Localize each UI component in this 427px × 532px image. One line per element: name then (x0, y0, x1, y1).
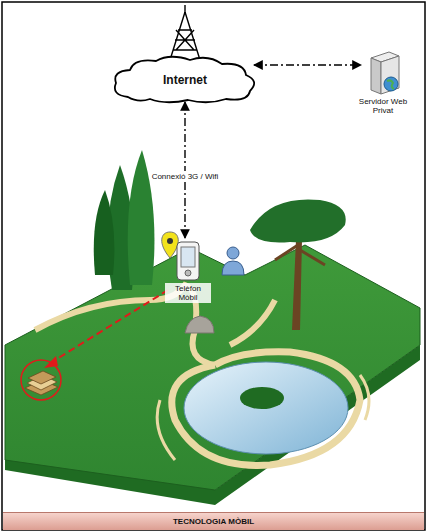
server-node: Servidor Web Privat (345, 50, 421, 115)
network-link (254, 64, 361, 65)
node-label: Servidor Web Privat (350, 97, 416, 115)
caption-band: TECNOLOGIA MÒBIL (3, 512, 424, 530)
node-label: Telèfon Mòbil (165, 283, 211, 303)
server-icon (363, 50, 403, 96)
caption-text: TECNOLOGIA MÒBIL (173, 517, 254, 526)
cloud-node: Internet (108, 55, 262, 105)
phone-node: Telèfon Mòbil (160, 240, 216, 303)
link-label: Connexió 3G / Wifi (150, 171, 221, 182)
phone-icon (173, 240, 203, 282)
cloud-label: Internet (108, 55, 262, 105)
